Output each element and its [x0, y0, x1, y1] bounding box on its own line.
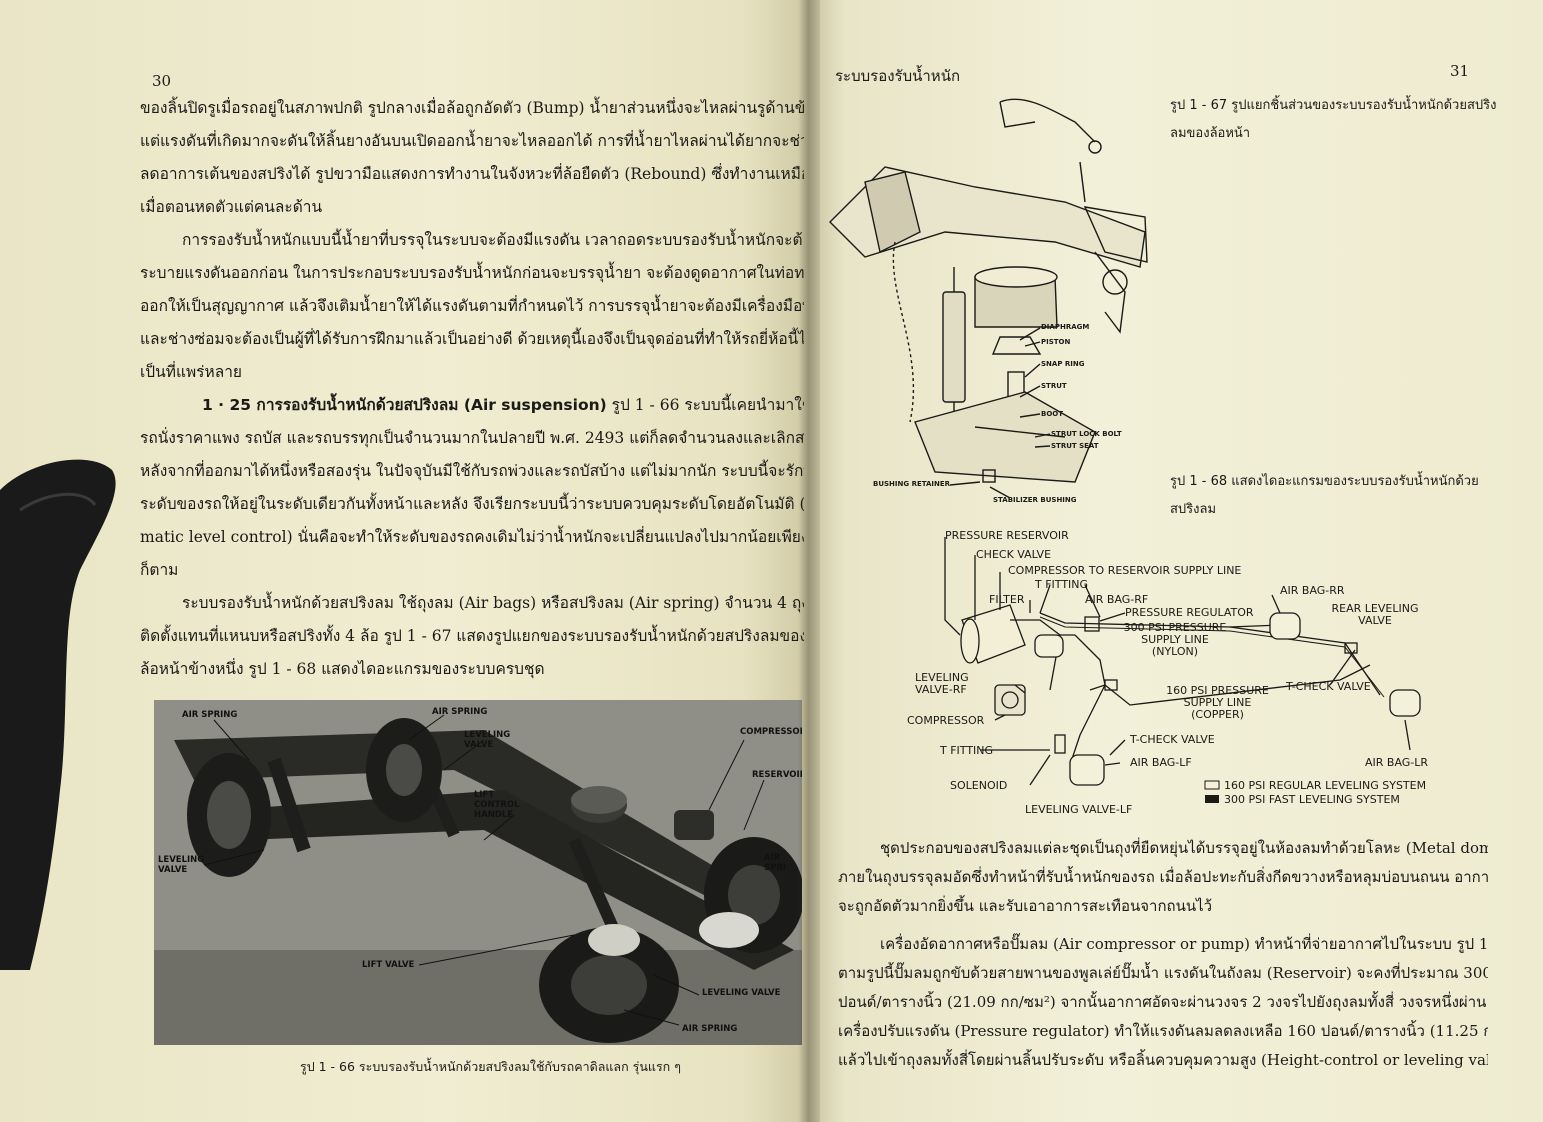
label-160-psi-line: 160 PSI PRESSURE SUPPLY LINE (COPPER) — [1166, 684, 1269, 721]
figure-68-system-diagram: PRESSURE RESERVOIR CHECK VALVE COMPRESSO… — [900, 525, 1460, 825]
label-strut: STRUT — [1041, 382, 1067, 390]
label-rear-leveling-valve: REAR LEVELING VALVE — [1331, 602, 1419, 627]
label-t-fitting: T FITTING — [1035, 578, 1089, 591]
text-line: ระดับของรถให้อยู่ในระดับเดียวกันทั้งหน้า… — [140, 495, 804, 513]
caption-line: รูป 1 - 68 แสดงไดอะแกรมของระบบรองรับน้ำห… — [1170, 474, 1479, 489]
label-t-check-valve: T-CHECK VALVE — [1286, 680, 1371, 693]
text-line: ออกให้เป็นสุญญากาศ แล้วจึงเติมน้ำยาให้ได… — [140, 297, 804, 315]
label-air-spring: AIR SPRING — [432, 707, 488, 717]
label-leveling-valve-rf: LEVELING VALVE-RF — [915, 671, 969, 696]
air-system-schematic — [944, 537, 1421, 803]
running-head: ระบบรองรับน้ำหนัก — [835, 67, 961, 85]
label-air-bag-rr: AIR BAG-RR — [1280, 584, 1345, 597]
label-compressor: COMPRESSOR — [907, 714, 985, 727]
label-boot: BOOT — [1041, 410, 1064, 418]
book-gutter — [798, 0, 820, 1122]
text-line: ภายในถุงบรรจุลมอัดซึ่งทำหน้าที่รับน้ำหนั… — [838, 868, 1488, 886]
text-line: แต่แรงดันที่เกิดมากจะดันให้ลิ้นยางอันบนเ… — [140, 132, 804, 150]
legend-300-psi: 300 PSI FAST LEVELING SYSTEM — [1224, 793, 1400, 806]
figure-66-caption: รูป 1 - 66 ระบบรองรับน้ำหนักด้วยสปริงลมใ… — [300, 1059, 681, 1074]
text-line: ก็ตาม — [140, 561, 179, 579]
figure-66-photo: AIR SPRING AIR SPRING LEVELING VALVE COM… — [154, 700, 802, 1045]
text-line: การรองรับน้ำหนักแบบนี้น้ำยาที่บรรจุในระบ… — [182, 231, 804, 249]
label-air-spring: AIR SPRING — [182, 710, 238, 720]
label-pressure-reservoir: PRESSURE RESERVOIR — [945, 529, 1069, 542]
text-line: ล้อหน้าข้างหนึ่ง รูป 1 - 68 แสดงไดอะแกรม… — [140, 660, 545, 678]
text-line: เครื่องอัดอากาศหรือปั๊มลม (Air compresso… — [880, 935, 1488, 953]
text-line: จะถูกอัดตัวมากยิ่งขึ้น และรับเอาอาการสะเ… — [838, 897, 1213, 915]
left-page: 30 ของลิ้นปิดรูเมื่อรถอยู่ในสภาพปกติ รูป… — [0, 0, 808, 1122]
label-reservoir: RESERVOIR — [752, 770, 802, 780]
label-t-check-valve: T-CHECK VALVE — [1130, 733, 1215, 746]
label-air-bag-rf: AIR BAG-RF — [1085, 593, 1149, 606]
text-line: ตามรูปนี้ปั๊มลมถูกขับด้วยสายพานของพูลเล่… — [838, 964, 1488, 982]
figure-68-caption: รูป 1 - 68 แสดงไดอะแกรมของระบบรองรับน้ำห… — [1170, 468, 1500, 524]
label-air-spring: AIR SPRING — [682, 1024, 738, 1034]
label-strut-lock-bolt: STRUT LOCK BOLT — [1051, 430, 1122, 438]
label-lift-valve: LIFT VALVE — [362, 960, 415, 970]
label-compressor: COMPRESSOR — [740, 727, 802, 737]
caption-line: ลมของล้อหน้า — [1170, 126, 1251, 141]
figure-67-caption: รูป 1 - 67 รูปแยกชิ้นส่วนของระบบรองรับน้… — [1170, 92, 1500, 148]
suspension-exploded-illustration — [829, 98, 1148, 499]
text-line: matic level control) นั่นคือจะทำให้ระดับ… — [140, 528, 804, 546]
text-line: หลังจากที่ออกมาได้หนึ่งหรือสองรุ่น ในปัจ… — [140, 462, 804, 480]
reader-hand — [0, 459, 116, 970]
label-leveling-valve-lf: LEVELING VALVE-LF — [1025, 803, 1133, 816]
label-stabilizer-bushing: STABILIZER BUSHING — [993, 496, 1077, 504]
label-lift-control-handle: LIFT CONTROL HANDLE — [474, 790, 520, 820]
caption-line: รูป 1 - 67 รูปแยกชิ้นส่วนของระบบรองรับน้… — [1170, 98, 1497, 113]
chassis-illustration — [154, 700, 802, 1045]
text-line: ชุดประกอบของสปริงลมแต่ละชุดเป็นถุงที่ยืด… — [880, 839, 1488, 857]
text-line: และช่างซ่อมจะต้องเป็นผู้ที่ได้รับการฝึกม… — [140, 330, 804, 348]
section-heading-line: 1 · 25 การรองรับน้ำหนักด้วยสปริงลม (Air … — [140, 389, 804, 422]
text-line: เครื่องปรับแรงดัน (Pressure regulator) ท… — [838, 1022, 1488, 1040]
label-check-valve: CHECK VALVE — [976, 548, 1052, 561]
text-line: ติดตั้งแทนที่แหนบหรือสปริงทั้ง 4 ล้อ รูป… — [140, 627, 804, 645]
page-number: 31 — [1450, 62, 1470, 80]
label-air-spring: AIR SPRI — [764, 853, 787, 873]
text-line: เมื่อตอนหดตัวแต่คนละด้าน — [140, 198, 323, 216]
label-leveling-valve: LEVELING VALVE — [464, 730, 511, 750]
label-t-fitting: T FITTING — [940, 744, 994, 757]
label-strut-seat: STRUT SEAT — [1051, 442, 1099, 450]
label-leveling-valve: LEVELING VALVE — [702, 988, 781, 998]
left-body-text: ของลิ้นปิดรูเมื่อรถอยู่ในสภาพปกติ รูปกลา… — [140, 92, 804, 686]
text-line: ลดอาการเต้นของสปริงได้ รูปขวามือแสดงการท… — [140, 165, 804, 183]
text-line: รถนั่งราคาแพง รถบัส และรถบรรทุกเป็นจำนวน… — [140, 429, 804, 447]
section-heading-tail: รูป 1 - 66 ระบบนี้เคยนำมาใช้กับ — [611, 396, 804, 414]
label-diaphragm: DIAPHRAGM — [1041, 323, 1090, 331]
page-number: 30 — [152, 72, 172, 90]
legend-160-psi: 160 PSI REGULAR LEVELING SYSTEM — [1224, 779, 1427, 792]
caption-line: สปริงลม — [1170, 502, 1217, 517]
label-solenoid: SOLENOID — [950, 779, 1008, 792]
label-bushing-retainer: BUSHING RETAINER — [873, 480, 951, 488]
label-supply-line: COMPRESSOR TO RESERVOIR SUPPLY LINE — [1008, 564, 1242, 577]
text-line: เป็นที่แพร่หลาย — [140, 363, 242, 381]
text-line: ปอนด์/ตารางนิ้ว (21.09 กก/ซม²) จากนั้นอา… — [838, 993, 1487, 1011]
label-leveling-valve: LEVELING VALVE — [158, 855, 205, 875]
text-line: ระบบรองรับน้ำหนักด้วยสปริงลม ใช้ถุงลม (A… — [182, 594, 804, 612]
section-heading: 1 · 25 การรองรับน้ำหนักด้วยสปริงลม (Air … — [202, 396, 607, 414]
label-snap-ring: SNAP RING — [1041, 360, 1085, 368]
label-filter: FILTER — [989, 593, 1025, 606]
text-line: ระบายแรงดันออกก่อน ในการประกอบระบบรองรับ… — [140, 264, 804, 282]
text-line: ของลิ้นปิดรูเมื่อรถอยู่ในสภาพปกติ รูปกลา… — [140, 99, 804, 117]
label-pressure-regulator: PRESSURE REGULATOR — [1125, 606, 1254, 619]
figure-67-exploded-view: DIAPHRAGM PISTON SNAP RING STRUT BOOT ST… — [825, 92, 1165, 512]
label-air-bag-lr: AIR BAG-LR — [1365, 756, 1429, 769]
text-line: แล้วไปเข้าถุงลมทั้งสี่โดยผ่านลิ้นปรับระด… — [838, 1051, 1488, 1069]
label-300-psi-line: 300 PSI PRESSURE SUPPLY LINE (NYLON) — [1123, 621, 1227, 658]
label-piston: PISTON — [1041, 338, 1071, 346]
right-body-text: ชุดประกอบของสปริงลมแต่ละชุดเป็นถุงที่ยืด… — [838, 834, 1488, 1075]
label-air-bag-lf: AIR BAG-LF — [1130, 756, 1192, 769]
